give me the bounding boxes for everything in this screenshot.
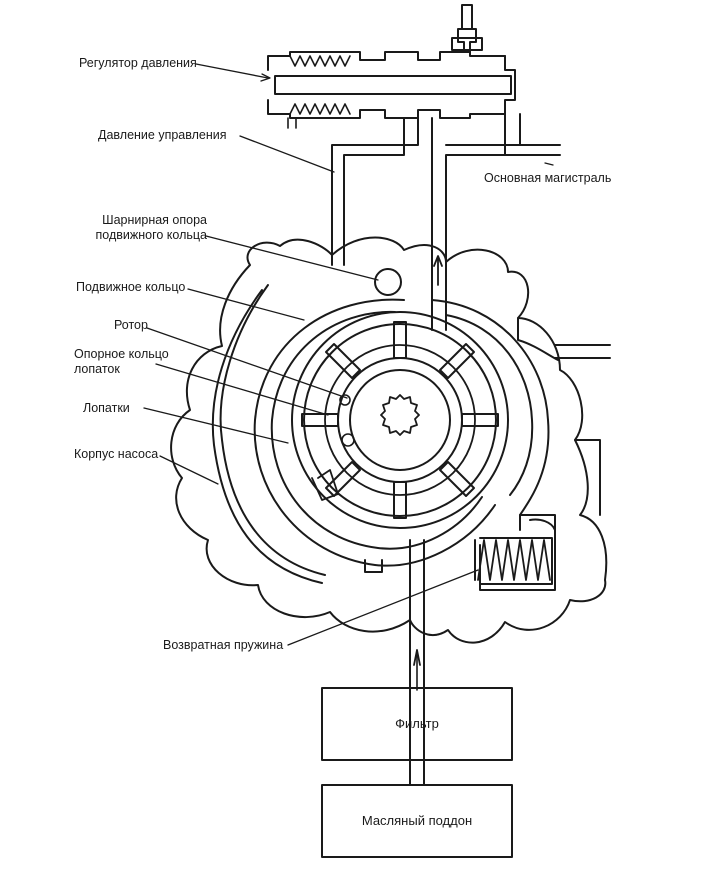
label-main-line: Основная магистраль — [484, 171, 612, 185]
vanes — [301, 321, 499, 519]
pump-housing — [170, 236, 611, 644]
label-pivot-line1: Шарнирная опора — [102, 213, 207, 227]
label-pivot-line2: подвижного кольца — [95, 228, 208, 242]
pressure-regulator-valve — [267, 4, 516, 129]
label-filter: Фильтр — [395, 716, 439, 731]
rotor — [337, 357, 463, 483]
label-return-spring: Возвратная пружина — [163, 638, 284, 652]
label-pump-body: Корпус насоса — [74, 447, 159, 461]
label-vane-ring-line2: лопаток — [74, 362, 120, 376]
oil-pan-box — [321, 784, 513, 858]
label-vane-ring-line1: Опорное кольцо — [74, 347, 169, 361]
label-oil-pan: Масляный поддон — [361, 813, 473, 828]
leader-lines — [143, 63, 554, 646]
return-spring — [474, 537, 553, 585]
hydraulic-channels — [331, 113, 561, 761]
label-vanes: Лопатки — [83, 401, 130, 415]
label-pressure-regulator: Регулятор давления — [79, 56, 197, 70]
label-movable-ring: Подвижное кольцо — [76, 280, 186, 294]
vane-ring — [291, 311, 509, 529]
filter-box — [321, 687, 513, 761]
label-control-pressure: Давление управления — [98, 128, 227, 142]
filter-to-pan-pipe — [409, 759, 425, 786]
flow-arrow-icon — [311, 469, 339, 501]
label-rotor: Ротор — [114, 318, 148, 332]
movable-ring — [253, 298, 556, 591]
pivot-pin — [374, 268, 402, 296]
